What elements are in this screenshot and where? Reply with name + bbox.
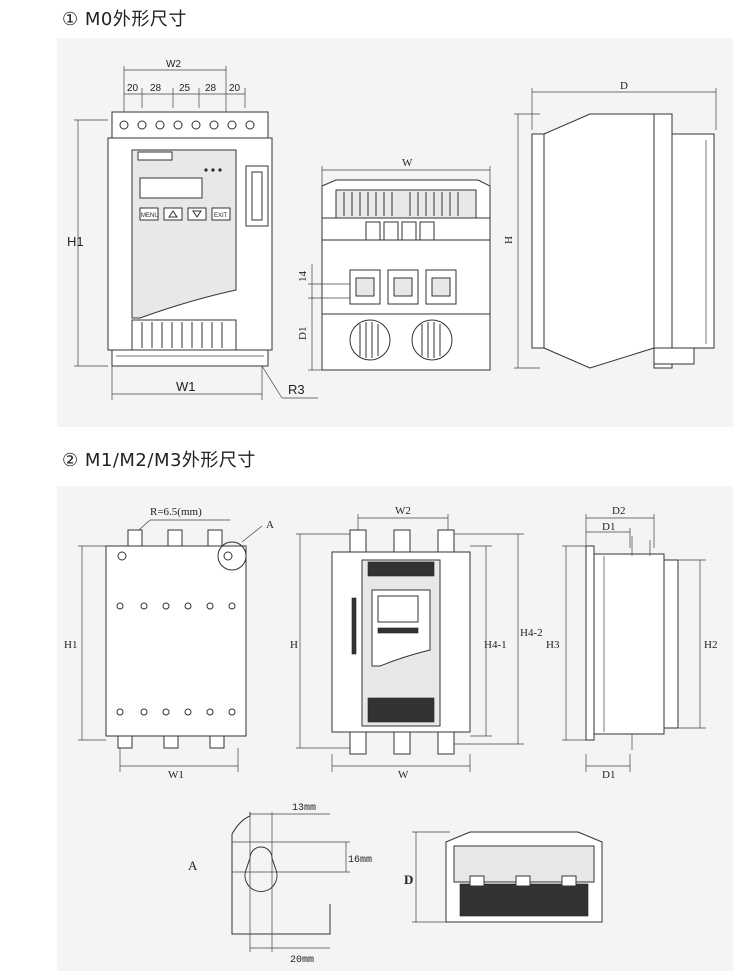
m1-radius-label: R=6.5(mm) xyxy=(150,506,202,518)
m0-top-terminals xyxy=(119,120,255,130)
m1-w1-label: W1 xyxy=(168,769,184,781)
down-arrow-icon xyxy=(192,210,202,218)
m0-dim14-label: 14 xyxy=(297,271,309,283)
section-title-m0: ① M0外形尺寸 xyxy=(62,9,187,30)
m0-bottom-w-label: W xyxy=(402,157,413,169)
m0-exit-button: EXIT xyxy=(214,213,228,219)
m0-d1-label: D1 xyxy=(297,327,309,340)
m1-d1-top-label: D1 xyxy=(602,521,615,533)
m0-bottom-fins xyxy=(141,322,223,348)
m1-front-view: W2 H H4-1 H4-2 W xyxy=(290,505,543,781)
m0-front-view: W2 20 28 25 28 20 H1 MENU xyxy=(67,59,318,400)
m1-d1-bottom-label: D1 xyxy=(602,769,615,781)
m0-spacing-5: 20 xyxy=(229,83,241,94)
m1-d-label: D xyxy=(404,872,413,887)
m1-detail-a: A 13mm 16mm 20mm xyxy=(188,803,372,966)
m0-spacing-1: 20 xyxy=(127,83,139,94)
m1-w2-label: W2 xyxy=(395,505,411,517)
m1-h2-label: H2 xyxy=(704,639,717,651)
m1-w-label: W xyxy=(398,769,409,781)
m1-h42-label: H4-2 xyxy=(520,627,543,639)
m1-h1-label: H1 xyxy=(64,639,77,651)
m0-w1-label: W1 xyxy=(176,379,196,394)
m0-r3-label: R3 xyxy=(288,382,305,397)
m0-side-view: D H xyxy=(503,80,717,369)
m1-h-label: H xyxy=(290,639,298,651)
m1-h41-label: H4-1 xyxy=(484,639,507,651)
m0-bottom-view: W xyxy=(297,157,491,371)
m0-h-label: H xyxy=(503,236,515,244)
m0-spacing-4: 28 xyxy=(205,83,217,94)
m1-side-view: D2 D1 H3 H2 D1 xyxy=(546,505,717,781)
detail-a-label: A xyxy=(188,858,198,873)
m1-d2-label: D2 xyxy=(612,505,625,517)
m1-back-view: R=6.5(mm) A H1 W1 xyxy=(64,506,274,781)
m0-bottom-terminals xyxy=(343,192,459,216)
detail-13mm: 13mm xyxy=(292,803,316,814)
m0-spacing-2: 28 xyxy=(150,83,162,94)
m1-back-holes xyxy=(116,602,236,716)
m1-bottom-view: D xyxy=(404,831,603,923)
m0-fan-hatch xyxy=(359,322,441,358)
detail-16mm: 16mm xyxy=(348,855,372,866)
m0-h1-label: H1 xyxy=(67,234,84,249)
section-title-m1: ② M1/M2/M3外形尺寸 xyxy=(62,450,256,471)
m0-w2-label: W2 xyxy=(166,59,181,70)
up-arrow-icon xyxy=(168,210,178,218)
m0-spacing-3: 25 xyxy=(179,83,191,94)
m0-menu-button: MENU xyxy=(141,213,159,219)
m1-detail-ref: A xyxy=(266,519,274,531)
m0-d-label: D xyxy=(620,80,628,92)
m1-h3-label: H3 xyxy=(546,639,560,651)
detail-20mm: 20mm xyxy=(290,955,314,966)
